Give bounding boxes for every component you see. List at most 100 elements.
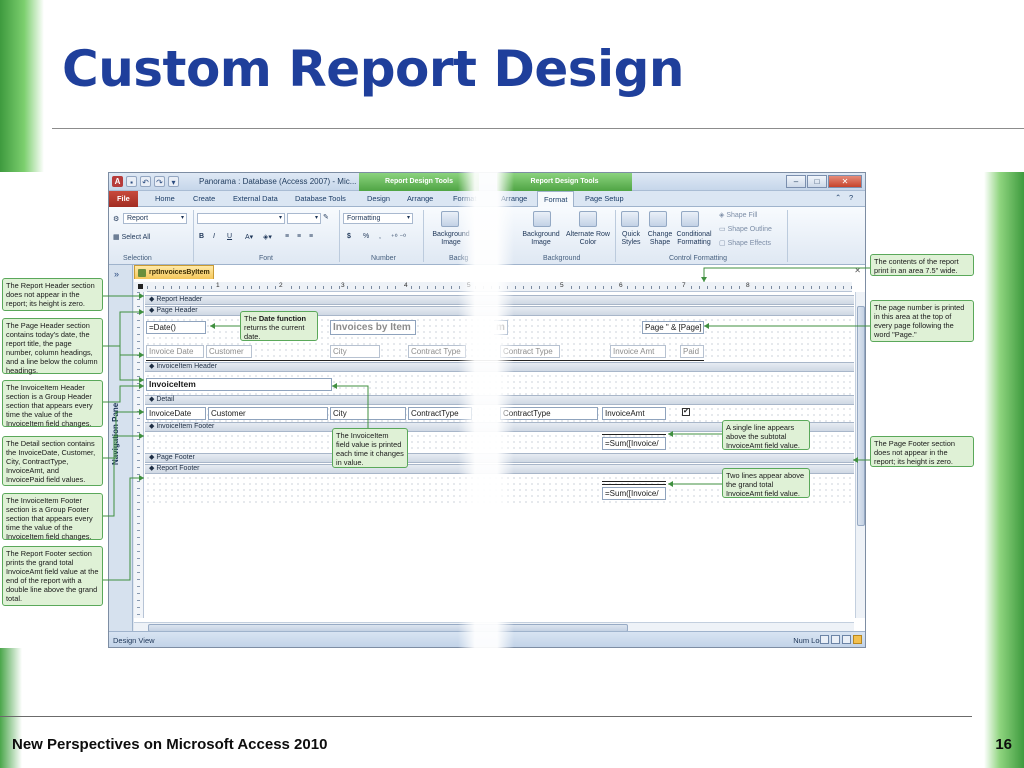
design-view-icon[interactable] (853, 635, 862, 644)
date-control[interactable]: =Date() (146, 321, 206, 334)
nav-expand-icon[interactable]: » (114, 269, 120, 279)
percent-button[interactable]: % (363, 233, 370, 240)
conditional-formatting-button[interactable]: Conditional Formatting (676, 231, 712, 246)
column-heading-underline[interactable] (146, 360, 704, 361)
callout-report-header: The Report Header section does not appea… (2, 278, 103, 311)
quick-styles-button[interactable]: Quick Styles (621, 231, 641, 246)
shape-effects-button[interactable]: ▢ Shape Effects (719, 240, 772, 247)
invoiceitem-control[interactable]: InvoiceItem (146, 378, 332, 391)
contract-type-field[interactable]: ContractType (500, 407, 598, 420)
grand-total-control[interactable]: =Sum([Invoice/ (602, 487, 666, 500)
tab-arrange[interactable]: Arrange (407, 194, 434, 203)
background-image-button-left[interactable]: Background Image (432, 231, 470, 246)
maximize-button[interactable]: □ (807, 175, 827, 188)
object-combo[interactable]: Report (123, 213, 187, 224)
column-heading-customer[interactable]: Customer (206, 345, 252, 358)
navigation-pane[interactable]: » Navigation Pane (109, 265, 133, 633)
align-right-icon[interactable]: ≡ (309, 233, 314, 240)
column-heading-city[interactable]: City (330, 345, 380, 358)
vertical-ruler[interactable] (134, 292, 144, 618)
ribbon-minimize-icon[interactable]: ⌃ (835, 193, 842, 202)
comma-button[interactable]: , (379, 233, 381, 240)
close-button[interactable]: ✕ (828, 175, 862, 188)
column-heading-invoice-amt[interactable]: Invoice Amt (610, 345, 666, 358)
customer-field[interactable]: Customer (208, 407, 328, 420)
vertical-scrollbar[interactable] (855, 292, 865, 618)
shape-fill-button[interactable]: ◈ Shape Fill (719, 212, 758, 219)
subtotal-control[interactable]: =Sum([Invoice/ (602, 437, 666, 450)
quick-access-toolbar: A ▪ ↶ ↷ ▾ (112, 176, 179, 187)
background-image-button[interactable]: Background Image (522, 231, 560, 246)
font-name-combo[interactable] (197, 213, 285, 224)
scroll-thumb[interactable] (857, 306, 865, 526)
select-all-button[interactable]: ▦ Select All (113, 234, 151, 241)
format-painter-icon[interactable]: ✎ (323, 214, 329, 221)
tab-home[interactable]: Home (155, 194, 175, 203)
close-document-icon[interactable]: ✕ (854, 266, 861, 275)
grand-total-line-2[interactable] (602, 484, 666, 485)
tab-format[interactable]: Format (537, 191, 575, 208)
print-preview-icon[interactable] (831, 635, 840, 644)
fill-color-icon[interactable]: ◈▾ (263, 234, 272, 241)
column-heading-contract-type[interactable]: Contract Type (500, 345, 560, 358)
access-app-icon[interactable]: A (112, 176, 123, 187)
tab-database-tools[interactable]: Database Tools (295, 194, 346, 203)
column-heading-contract-type-left[interactable]: Contract Type (408, 345, 466, 358)
conditional-formatting-icon[interactable] (681, 211, 699, 227)
slide-accent-bottom-left (0, 648, 22, 768)
decimal-icon[interactable]: ⁺⁰ ⁻⁰ (391, 234, 406, 241)
align-center-icon[interactable]: ≡ (297, 233, 302, 240)
font-color-icon[interactable]: A▾ (245, 234, 254, 241)
section-label: Detail (156, 396, 175, 403)
alternate-row-color-icon[interactable] (579, 211, 597, 227)
page-number: 16 (995, 736, 1012, 753)
shape-outline-button[interactable]: ▭ Shape Outline (719, 226, 772, 233)
currency-button[interactable]: $ (347, 233, 351, 240)
section-label: InvoiceItem Header (156, 363, 218, 370)
invoice-paid-checkbox[interactable]: ✔ (682, 408, 690, 416)
page-number-control[interactable]: Page " & [Page] (642, 321, 704, 334)
save-icon[interactable]: ▪ (126, 176, 137, 187)
bold-button[interactable]: B (199, 233, 205, 240)
subtotal-line[interactable] (602, 434, 666, 435)
callout-single-line: A single line appears above the subtotal… (722, 420, 810, 450)
tab-design[interactable]: Design (367, 194, 391, 203)
callout-date-function: The Date function returns the current da… (240, 311, 318, 341)
tab-create[interactable]: Create (193, 194, 216, 203)
group-separator (615, 210, 616, 262)
grand-total-line-1[interactable] (602, 481, 666, 482)
tab-page-setup[interactable]: Page Setup (585, 194, 624, 203)
alternate-row-color-button[interactable]: Alternate Row Color (566, 231, 610, 246)
background-image-icon[interactable] (533, 211, 551, 227)
tab-file[interactable]: File (109, 191, 138, 207)
font-size-combo[interactable] (287, 213, 321, 224)
invoice-date-field[interactable]: InvoiceDate (146, 407, 206, 420)
help-icon[interactable]: ? (849, 193, 854, 202)
background-image-icon[interactable] (441, 211, 459, 227)
ruler-number: 7 (681, 282, 687, 289)
align-left-icon[interactable]: ≡ (285, 233, 290, 240)
layout-view-icon[interactable] (842, 635, 851, 644)
slide-title: Custom Report Design (62, 40, 685, 98)
undo-icon[interactable]: ↶ (140, 176, 151, 187)
report-title-label[interactable]: Invoices by Item (330, 320, 416, 335)
italic-button[interactable]: I (213, 233, 215, 240)
underline-button[interactable]: U (227, 233, 233, 240)
document-tab[interactable]: rptInvoicesByItem (134, 265, 214, 279)
redo-icon[interactable]: ↷ (154, 176, 165, 187)
change-shape-icon[interactable] (649, 211, 667, 227)
change-shape-button[interactable]: Change Shape (647, 231, 673, 246)
report-view-icon[interactable] (820, 635, 829, 644)
contract-type-field-left[interactable]: ContractType (408, 407, 472, 420)
tab-external-data[interactable]: External Data (233, 194, 278, 203)
minimize-button[interactable]: – (786, 175, 806, 188)
invoice-amt-field[interactable]: InvoiceAmt (602, 407, 666, 420)
number-format-combo[interactable]: Formatting (343, 213, 413, 224)
column-heading-paid[interactable]: Paid (680, 345, 704, 358)
report-selector[interactable] (134, 282, 147, 292)
customize-qat-icon[interactable]: ▾ (168, 176, 179, 187)
city-field[interactable]: City (330, 407, 406, 420)
quick-styles-icon[interactable] (621, 211, 639, 227)
tab-arrange-right[interactable]: Arrange (501, 194, 528, 203)
column-heading-invoice-date[interactable]: Invoice Date (146, 345, 204, 358)
